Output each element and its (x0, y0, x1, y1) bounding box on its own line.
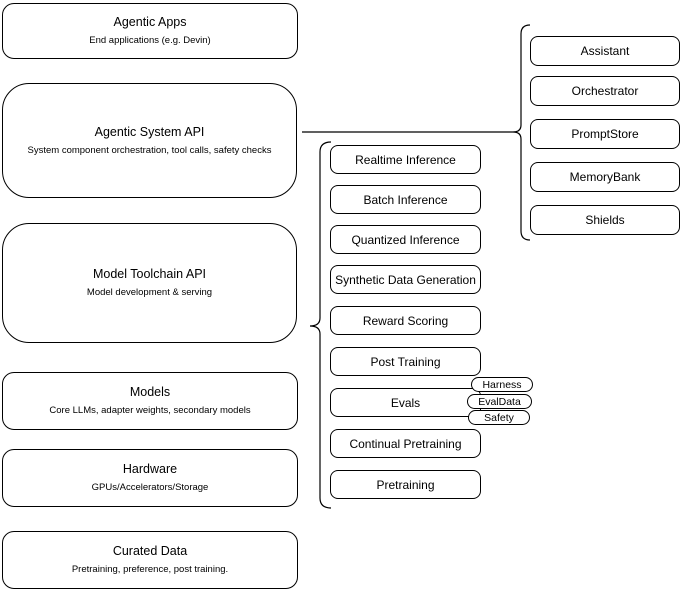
toolchain-brace (309, 141, 332, 509)
agentic-apps-subtitle: End applications (e.g. Devin) (89, 35, 211, 47)
continual-pretraining-box: Continual Pretraining (330, 429, 481, 458)
agentic-system-api-title: Agentic System API (94, 124, 205, 139)
agentic-system-api-subtitle: System component orchestration, tool cal… (27, 144, 272, 156)
model-toolchain-api-box: Model Toolchain API Model development & … (2, 223, 297, 343)
model-toolchain-api-subtitle: Model development & serving (86, 287, 213, 299)
hardware-box: Hardware GPUs/Accelerators/Storage (2, 449, 298, 507)
agentic-system-api-box: Agentic System API System component orch… (2, 83, 297, 198)
orchestrator-box: Orchestrator (530, 76, 680, 106)
promptstore-box: PromptStore (530, 119, 680, 149)
curated-data-title: Curated Data (112, 544, 188, 559)
pretraining-box: Pretraining (330, 470, 481, 499)
evals-box: Evals (330, 388, 481, 417)
realtime-inference-box: Realtime Inference (330, 145, 481, 174)
models-box: Models Core LLMs, adapter weights, secon… (2, 372, 298, 430)
components-brace (512, 24, 531, 241)
assistant-box: Assistant (530, 36, 680, 66)
reward-scoring-box: Reward Scoring (330, 306, 481, 335)
evaldata-tag: EvalData (467, 394, 532, 409)
models-subtitle: Core LLMs, adapter weights, secondary mo… (49, 405, 251, 417)
safety-tag: Safety (468, 410, 530, 425)
agentic-apps-title: Agentic Apps (113, 15, 187, 30)
model-toolchain-api-title: Model Toolchain API (92, 267, 207, 282)
shields-box: Shields (530, 205, 680, 235)
hardware-subtitle: GPUs/Accelerators/Storage (91, 482, 209, 494)
hardware-title: Hardware (122, 462, 178, 477)
agentic-apps-box: Agentic Apps End applications (e.g. Devi… (2, 3, 298, 59)
post-training-box: Post Training (330, 347, 481, 376)
quantized-inference-box: Quantized Inference (330, 225, 481, 254)
synthetic-data-generation-box: Synthetic Data Generation (330, 265, 481, 294)
memorybank-box: MemoryBank (530, 162, 680, 192)
curated-data-box: Curated Data Pretraining, preference, po… (2, 531, 298, 589)
harness-tag: Harness (471, 377, 533, 392)
curated-data-subtitle: Pretraining, preference, post training. (71, 564, 229, 576)
models-title: Models (129, 385, 171, 400)
batch-inference-box: Batch Inference (330, 185, 481, 214)
